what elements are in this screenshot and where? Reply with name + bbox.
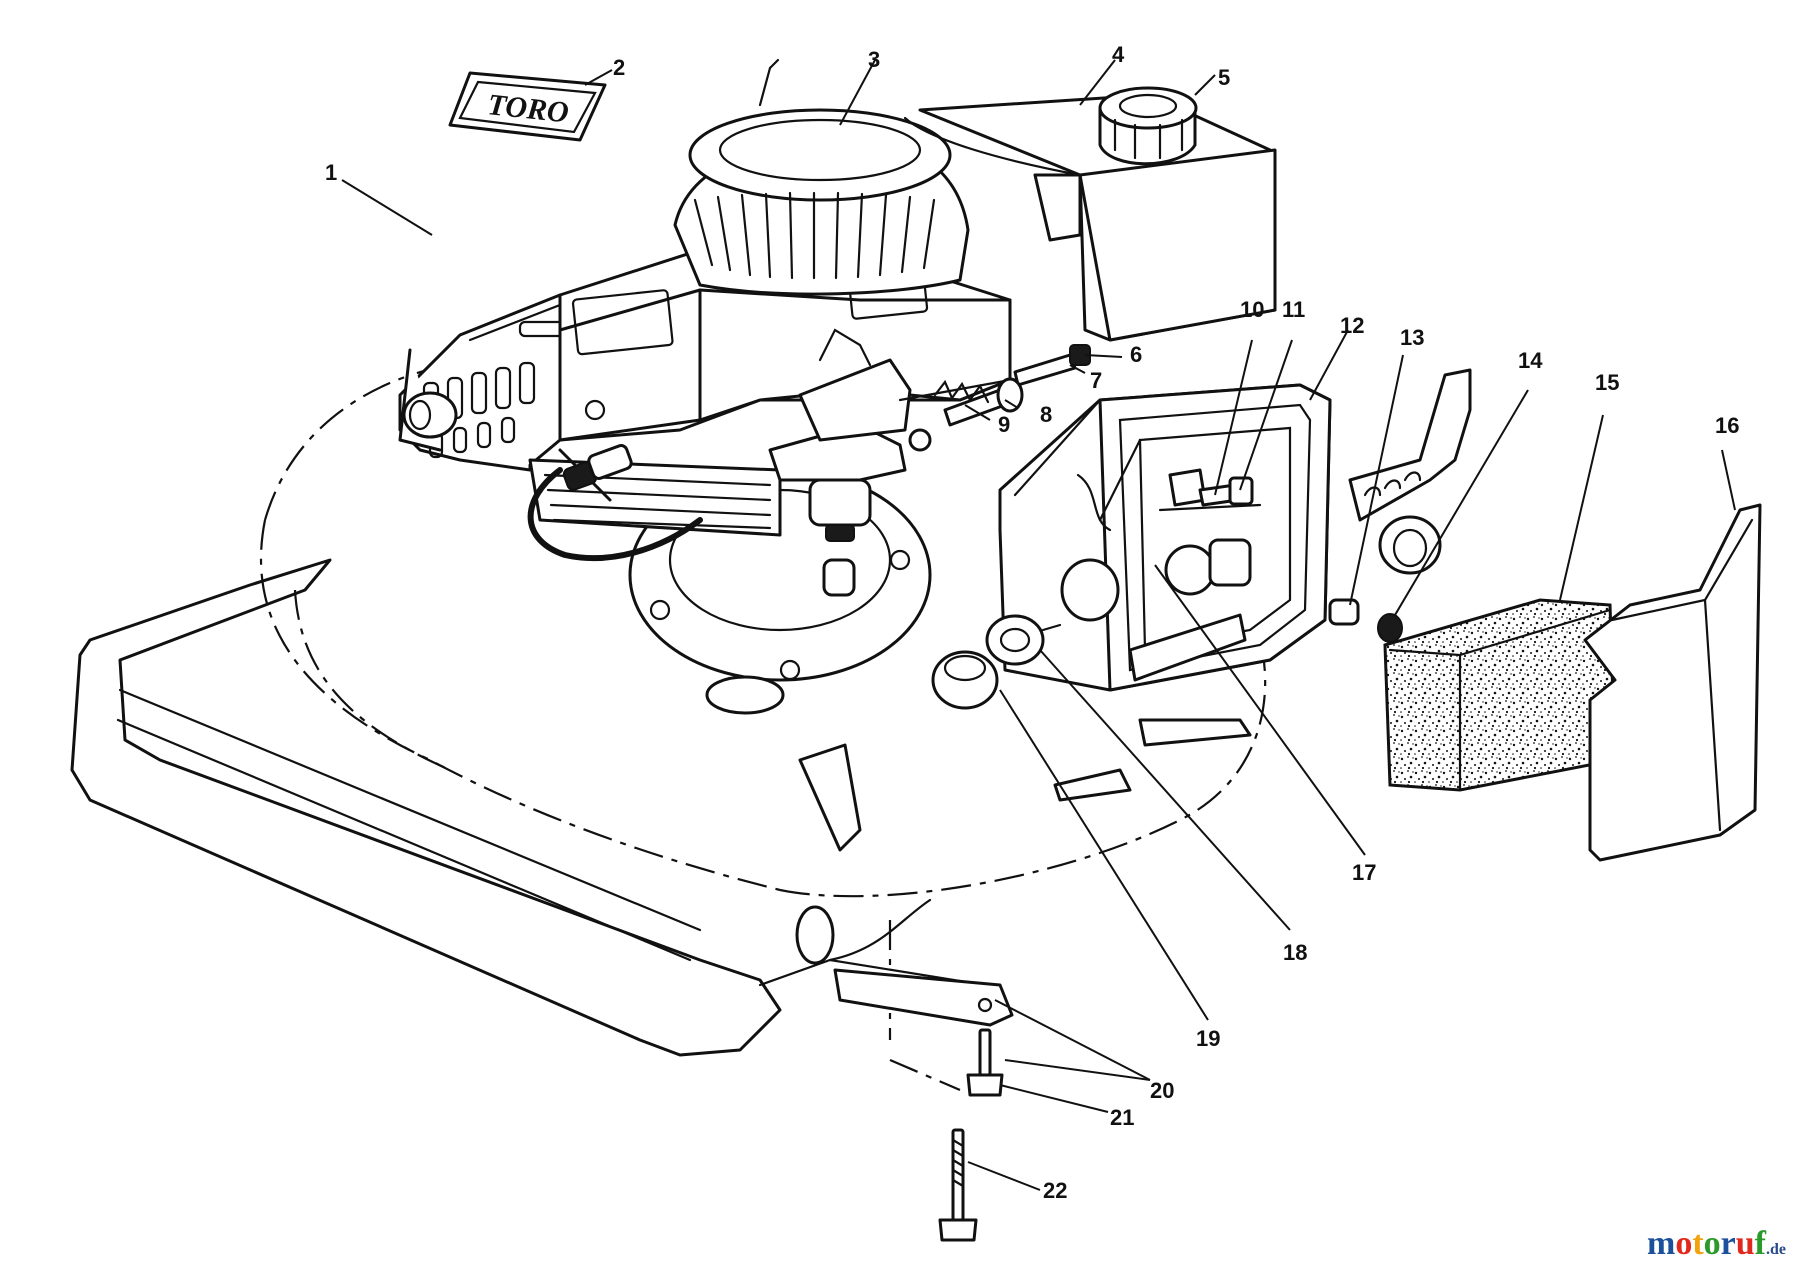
callout-4: 4 bbox=[1112, 42, 1125, 67]
callout-16: 16 bbox=[1715, 413, 1739, 438]
watermark-letter: f bbox=[1754, 1225, 1766, 1262]
callout-18: 18 bbox=[1283, 940, 1307, 965]
carburetor bbox=[768, 328, 1012, 597]
callout-19: 19 bbox=[1196, 1026, 1220, 1051]
choke-lever bbox=[1128, 613, 1247, 682]
callout-11: 11 bbox=[1282, 297, 1305, 322]
callout-20: 20 bbox=[1150, 1078, 1174, 1103]
fuel-cap bbox=[1098, 86, 1198, 166]
air-filter-element bbox=[1383, 598, 1617, 792]
wing-nut bbox=[1377, 613, 1403, 643]
side-bracket bbox=[1348, 368, 1472, 575]
watermark-letter: r bbox=[1720, 1225, 1736, 1262]
callout-12: 12 bbox=[1340, 313, 1364, 338]
breather-cap bbox=[931, 650, 999, 710]
callout-22: 22 bbox=[1043, 1178, 1067, 1203]
callout-5: 5 bbox=[1218, 65, 1230, 90]
wheel-bracket bbox=[798, 743, 1014, 1027]
callout-10: 10 bbox=[1240, 297, 1264, 322]
leader-lines bbox=[341, 59, 1736, 1191]
callout-8: 8 bbox=[1040, 402, 1052, 427]
callout-3: 3 bbox=[868, 47, 880, 72]
motoruf-watermark: motoruf.de bbox=[1647, 1225, 1786, 1263]
callout-2: 2 bbox=[613, 55, 625, 80]
callout-6: 6 bbox=[1130, 342, 1142, 367]
callout-9: 9 bbox=[998, 412, 1010, 437]
air-cleaner-bolt bbox=[1198, 476, 1254, 507]
idle-screw bbox=[943, 377, 1024, 427]
mower-deck bbox=[70, 358, 1267, 1092]
callout-14: 14 bbox=[1518, 348, 1543, 373]
callout-15: 15 bbox=[1595, 370, 1619, 395]
toro-decal: TORO bbox=[448, 71, 607, 142]
watermark-letter: u bbox=[1735, 1225, 1755, 1262]
engine-cylinder-fins bbox=[528, 448, 782, 537]
bolt-assembly bbox=[938, 1028, 1004, 1242]
watermark-letter: t bbox=[1692, 1225, 1704, 1262]
callout-13: 13 bbox=[1400, 325, 1424, 350]
recoil-starter bbox=[673, 58, 970, 296]
callout-7: 7 bbox=[1090, 368, 1102, 393]
callout-21: 21 bbox=[1110, 1105, 1134, 1130]
callout-1: 1 bbox=[325, 160, 337, 185]
watermark-letter: o bbox=[1703, 1225, 1721, 1262]
gasket bbox=[1053, 718, 1252, 802]
starter-ribs bbox=[693, 191, 936, 280]
air-cleaner-cover bbox=[1583, 503, 1762, 862]
spark-plug-wire bbox=[527, 444, 703, 562]
breather-grommet bbox=[985, 614, 1062, 666]
watermark-letter: m bbox=[1647, 1225, 1676, 1262]
watermark-suffix: .de bbox=[1766, 1241, 1786, 1258]
watermark-letter: o bbox=[1675, 1225, 1693, 1262]
callout-labels: 1 2 3 4 5 6 7 8 9 10 11 12 13 14 15 16 1… bbox=[325, 42, 1739, 1203]
fuel-tank bbox=[903, 93, 1277, 342]
choke-screw bbox=[1013, 344, 1091, 387]
throttle-spring bbox=[933, 379, 990, 404]
callout-17: 17 bbox=[1352, 860, 1376, 885]
air-cleaner-body bbox=[998, 383, 1332, 692]
stud bbox=[1328, 598, 1360, 626]
